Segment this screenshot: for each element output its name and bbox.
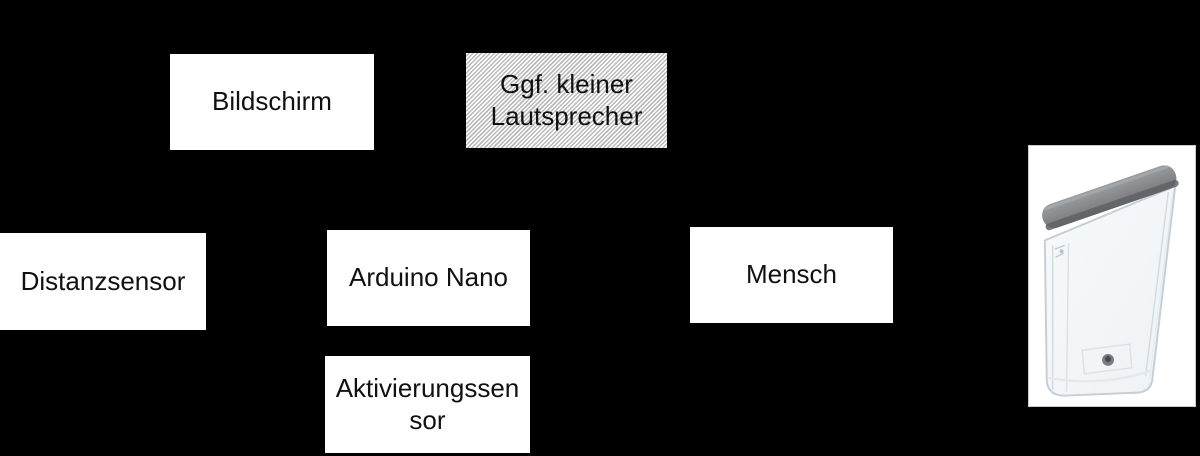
box-distanzsensor-label: Distanzsensor bbox=[20, 265, 186, 296]
box-bildschirm-label: Bildschirm bbox=[212, 86, 332, 117]
box-arduino-nano: Arduino Nano bbox=[327, 230, 530, 326]
water-tank-photo bbox=[1028, 145, 1196, 407]
box-aktivierungssensor-label: Aktivierungssen sor bbox=[335, 372, 520, 435]
water-tank-illustration bbox=[1042, 165, 1179, 397]
box-arduino-nano-label: Arduino Nano bbox=[349, 262, 508, 293]
box-mensch: Mensch bbox=[690, 227, 893, 323]
box-distanzsensor: Distanzsensor bbox=[0, 233, 206, 330]
box-lautsprecher-label: Ggf. kleiner Lautsprecher bbox=[490, 68, 643, 131]
box-mensch-label: Mensch bbox=[745, 259, 838, 290]
box-lautsprecher: Ggf. kleiner Lautsprecher bbox=[466, 53, 667, 148]
box-bildschirm: Bildschirm bbox=[170, 54, 374, 150]
box-aktivierungssensor: Aktivierungssen sor bbox=[325, 356, 530, 453]
